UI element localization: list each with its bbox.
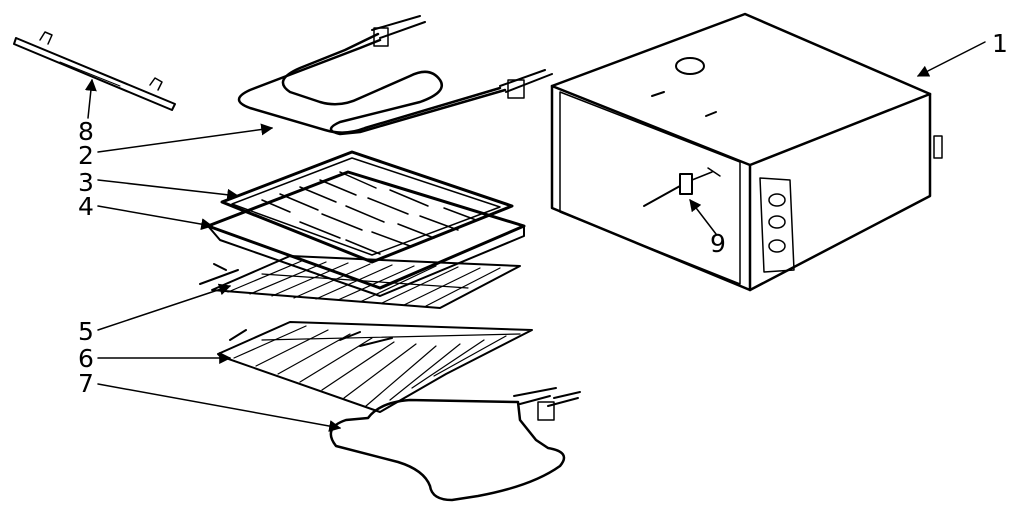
temperature-sensor (643, 167, 721, 207)
oven-cavity (550, 12, 943, 292)
callout-4: 4 (78, 192, 94, 221)
broil-element (237, 15, 553, 136)
callout-2: 2 (78, 141, 94, 170)
oven-rack-upper (199, 255, 521, 309)
bake-element (329, 387, 581, 502)
leader-lines (84, 41, 986, 432)
mounting-bracket (13, 31, 176, 111)
callout-3: 3 (78, 168, 94, 197)
callout-9: 9 (710, 229, 726, 258)
callout-5: 5 (78, 317, 94, 346)
callout-8: 8 (78, 117, 94, 146)
oven-rack-lower (217, 321, 533, 413)
callout-1: 1 (992, 29, 1008, 58)
broiler-grid (220, 150, 514, 264)
broiler-pan (206, 170, 526, 297)
callout-numbers: 1 2 3 4 5 6 7 8 9 (78, 29, 1008, 398)
callout-7: 7 (78, 369, 94, 398)
callout-6: 6 (78, 344, 94, 373)
